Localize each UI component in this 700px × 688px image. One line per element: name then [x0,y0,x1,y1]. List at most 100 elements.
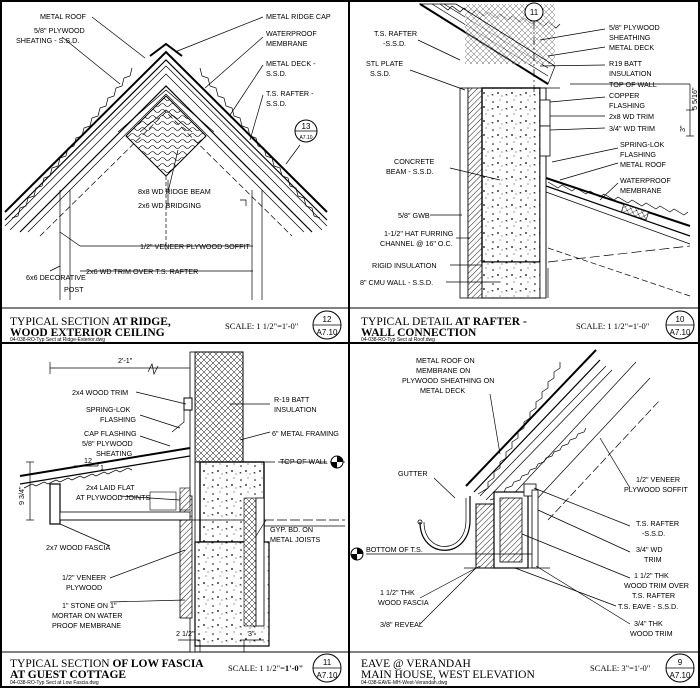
title-12-c: WOOD EXTERIOR CEILING [10,327,165,339]
label-flashing: FLASHING [609,101,645,110]
label-metal-roof-on: METAL ROOF ON [416,356,475,365]
label-ts-rafter: T.S. RAFTER [374,29,417,38]
ref-bubble-13-num: 13 [302,122,311,131]
title-11-b: OF LOW FASCIA [112,658,204,670]
label-2x4-trim: 2x4 WOOD TRIM [72,388,128,397]
bubble-9-sheet: A7.10 [670,671,691,680]
title-9-b: MAIN HOUSE, WEST ELEVATION [361,669,535,681]
label-mortar: MORTAR ON WATER [52,611,122,620]
label-reveal: 3/8" REVEAL [380,620,423,629]
label-gyp-bd: GYP. BD. ON [270,525,313,534]
label-veneer: 1/2" VENEER [636,475,680,484]
label-metal-deck: METAL DECK - [266,59,316,68]
svg-text:TYPICAL SECTION OF LOW FASCIA: TYPICAL SECTION OF LOW FASCIA [10,658,204,670]
file-10: 04-038-RO-Typ Sect at Roof.dwg [361,337,435,343]
label-wd-trim: 3/4" WD [636,545,663,554]
label-metal-deck: METAL DECK [420,386,465,395]
label-plywood-sheathing: PLYWOOD SHEATHING ON [402,376,494,385]
label-beam-ssd: BEAM - S.S.D. [386,167,434,176]
label-stl-plate-ssd: S.S.D. [370,69,391,78]
svg-text:TYPICAL DETAIL AT RAFTER -: TYPICAL DETAIL AT RAFTER - [361,316,527,328]
label-wood-trim: WOOD TRIM [630,629,673,638]
dim-3in: 3" [678,125,687,132]
label-waterproof: WATERPROOF [266,29,317,38]
svg-text:TYPICAL SECTION AT RIDGE,: TYPICAL SECTION AT RIDGE, [10,316,171,328]
label-hat-channel: CHANNEL @ 16" O.C. [380,239,453,248]
scale-9: SCALE: 3"=1'-0" [590,663,650,673]
dim-5-5-16: 5 5/16" [690,87,699,110]
label-soffit: 1/2" VENEER PLYWOOD SOFFIT [140,242,250,251]
title-10-a: TYPICAL DETAIL [361,316,453,328]
label-thk: 3/4" THK [634,619,663,628]
panel-10-rafter-wall [409,2,694,299]
label-concrete: CONCRETE [394,157,435,166]
title-block-10: TYPICAL DETAIL AT RAFTER - WALL CONNECTI… [361,310,695,343]
label-membrane: MEMBRANE [266,39,308,48]
label-bottom-of-ts: BOTTOM OF T.S. [366,545,423,554]
title-block-9: EAVE @ VERANDAH MAIN HOUSE, WEST ELEVATI… [361,653,695,686]
title-9-a: EAVE @ VERANDAH [361,658,471,670]
label-gwb: 5/8" GWB [398,211,430,220]
label-ridge-beam: 8x8 WD RIDGE BEAM [138,187,211,196]
label-wood-fascia: 2x7 WOOD FASCIA [46,543,111,552]
title-block-11: TYPICAL SECTION OF LOW FASCIA AT GUEST C… [10,653,342,686]
label-metal-roof: METAL ROOF [620,160,667,169]
dim-2-1-2: 2 1/2" [176,629,195,638]
scale-10: SCALE: 1 1/2"=1'-0" [576,321,649,331]
label-membrane: MEMBRANE [620,186,662,195]
bubble-12-sheet: A7.10 [317,328,338,337]
label-proof-membrane: PROOF MEMBRANE [52,621,121,630]
scale-11-b: 1'-0" [285,663,303,673]
title-12-b: AT RIDGE, [112,316,170,328]
label-flashing: FLASHING [100,415,136,424]
label-sheathing: SHEATHING [609,33,651,42]
label-wood-fascia: WOOD FASCIA [378,598,429,607]
label-hat-furring: 1-1/2" HAT FURRING [384,229,454,238]
label-copper: COPPER [609,91,639,100]
title-12-a: TYPICAL SECTION [10,316,110,328]
label-top-of-wall: TOP OF WALL [280,457,328,466]
label-metal-deck: METAL DECK [609,43,654,52]
title-11-a: TYPICAL SECTION [10,658,110,670]
label-bridging: 2x6 WD BRIDGING [138,201,202,210]
title-10-b: AT RAFTER - [455,316,527,328]
label-spring-lok: SPRING-LOK [86,405,131,414]
label-waterproof: WATERPROOF [620,176,671,185]
label-rigid-insulation: RIGID INSULATION [372,261,437,270]
ref-bubble-11: 11 [530,8,539,17]
label-plywood-soffit: PLYWOOD SOFFIT [624,485,688,494]
file-9: 04-038-EAVE-MH-West-Verandah.dwg [361,680,447,686]
label-cap-flashing: CAP FLASHING [84,429,137,438]
label-veneer: 1/2" VENEER [62,573,106,582]
label-plywood-joints: AT PLYWOOD JOINTS [76,493,150,502]
label-laid-flat: 2x4 LAID FLAT [86,483,135,492]
label-sheating: SHEATING [96,449,133,458]
title-block-12: TYPICAL SECTION AT RIDGE, WOOD EXTERIOR … [10,310,342,343]
slope-12: 12 [84,456,92,465]
panel-11-low-fascia [19,351,345,653]
panel-12-ridge-section [4,16,328,300]
label-veneer-plywood: PLYWOOD [66,583,102,592]
label-plywood: 5/8" PLYWOOD [609,23,660,32]
label-wood-trim-over: WOOD TRIM OVER [624,581,689,590]
label-trim: 2x6 WD TRIM OVER T.S. RAFTER [86,267,198,276]
file-11: 04-038-RO-Typ Sect at Low Fascia.dwg [10,680,99,686]
label-post-line1: 6x6 DECORATIVE [26,273,86,282]
label-membrane-on: MEMBRANE ON [416,366,470,375]
label-metal-joists: METAL JOISTS [270,535,321,544]
label-cmu-wall: 8" CMU WALL - S.S.D. [360,278,433,287]
svg-text:SCALE: 1 1/2"=1'-0": SCALE: 1 1/2"=1'-0" [228,663,303,673]
scale-11-a: SCALE: 1 1/2"= [228,663,285,673]
file-12: 04-038-RO-Typ Sect at Ridge-Exterior.dwg [10,337,105,343]
bubble-9-num: 9 [678,658,683,667]
label-plywood-line1: 5/8" PLYWOOD [34,26,85,35]
ref-bubble-13-sheet: A7.10 [299,135,312,141]
label-thk-trim: 1 1/2" THK [634,571,669,580]
label-r19: R-19 BATT [274,395,310,404]
panel-9-eave [350,349,661,625]
label-metal-roof: METAL ROOF [40,12,87,21]
label-ts-eave: T.S. EAVE - S.S.D. [618,602,678,611]
title-11-c: AT GUEST COTTAGE [10,669,126,681]
label-metal-framing: 6" METAL FRAMING [272,429,339,438]
